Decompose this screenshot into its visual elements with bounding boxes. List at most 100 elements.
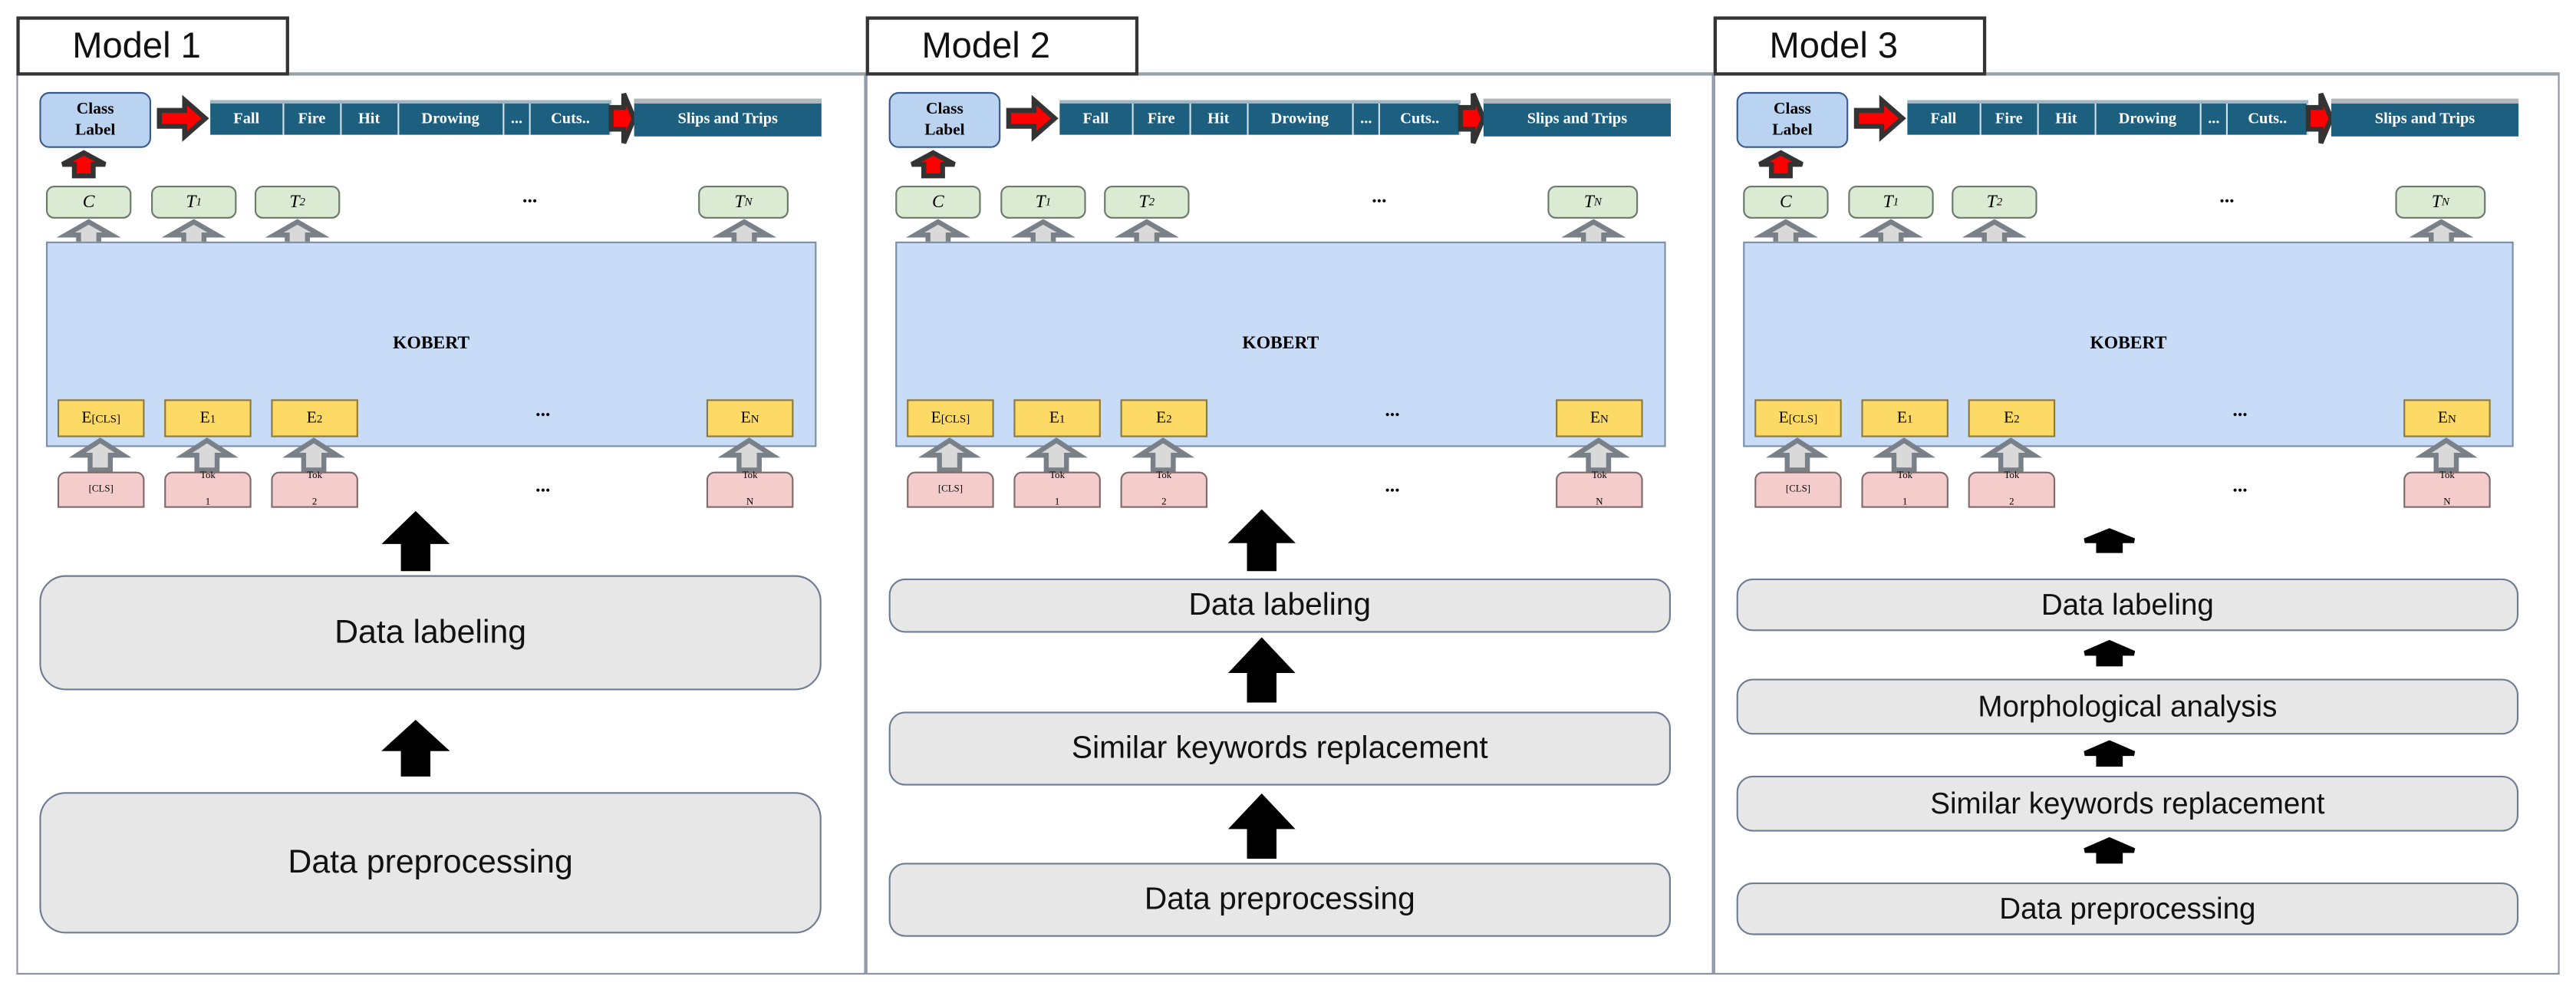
input-token-text: Tok	[1156, 471, 1172, 482]
embedding-label: E	[1896, 409, 1907, 427]
output-token-label: T	[1986, 192, 1997, 213]
category-item: Drowing	[2096, 103, 2201, 135]
process-step-label: Similar keywords replacement	[1071, 730, 1488, 765]
red-arrow-icon	[611, 94, 634, 143]
embedding-label: E	[1589, 409, 1600, 427]
class-label-line: Label	[75, 121, 116, 140]
embedding-label: E	[2004, 409, 2014, 427]
input-token-text: Tok	[1049, 471, 1066, 482]
category-item: Fall	[210, 103, 285, 135]
input-token-text: N	[1596, 497, 1603, 508]
embedding-label: E	[81, 409, 92, 427]
ellipsis: ...	[2219, 183, 2235, 207]
embedding-sub: [CLS]	[91, 411, 120, 425]
output-token-sub: N	[744, 195, 753, 209]
category-item: Fall	[1907, 103, 1981, 135]
input-token-text: 1	[1054, 497, 1060, 508]
input-token: [CLS]	[1754, 471, 1842, 508]
black-arrow-up-icon	[2085, 642, 2134, 664]
process-step-box: Similar keywords replacement	[888, 711, 1672, 786]
embedding-sub: N	[750, 411, 759, 425]
output-token-label: T	[289, 192, 300, 213]
input-token: [CLS]	[907, 471, 994, 508]
embedding-label: E	[1156, 409, 1167, 427]
embedding-sub: 2	[2014, 411, 2020, 425]
input-token-text: [CLS]	[88, 484, 114, 495]
process-step-box: Morphological analysis	[1736, 678, 2519, 735]
output-token-sub: 1	[196, 195, 203, 209]
red-arrow-icon	[1461, 94, 1484, 143]
black-arrow-up-icon	[1234, 513, 1290, 569]
category-item: Fall	[1059, 103, 1134, 135]
input-token-text: [CLS]	[1785, 484, 1811, 495]
gray-arrow-up-icon	[927, 440, 973, 470]
output-token-label: T	[734, 192, 745, 213]
model-title: Model 3	[1713, 16, 1987, 76]
ellipsis: ...	[2232, 473, 2248, 496]
output-token-label: T	[2431, 192, 2442, 213]
process-step-box: Data labeling	[888, 578, 1672, 633]
embedding-sub: 1	[1906, 411, 1913, 425]
ellipsis: ...	[522, 183, 538, 207]
output-token-sub: N	[2441, 195, 2449, 209]
gray-arrow-up-icon	[1988, 440, 2034, 470]
category-item: Drowing	[399, 103, 504, 135]
black-arrow-up-icon	[1234, 641, 1290, 700]
ellipsis: ...	[535, 473, 551, 496]
output-token: C	[895, 186, 981, 219]
output-token-sub: 1	[1045, 195, 1052, 209]
kobert-label: KOBERT	[393, 333, 470, 354]
category-item: ...	[504, 103, 532, 135]
output-token-label: T	[1035, 192, 1046, 213]
ellipsis: ...	[535, 398, 551, 421]
input-token: [CLS]	[57, 471, 145, 508]
selected-category: Slips and Trips	[2331, 98, 2519, 137]
embedding-label: E	[2437, 409, 2449, 427]
class-label-line: Label	[924, 121, 965, 140]
ellipsis: ...	[1372, 183, 1387, 207]
output-token-label: C	[931, 192, 944, 213]
embedding-sub: 1	[209, 411, 216, 425]
input-token: Tok 1	[1013, 471, 1101, 508]
gray-arrow-up-icon	[1140, 440, 1186, 470]
model-title: Model 2	[865, 16, 1139, 76]
embedding-sub: 2	[316, 411, 323, 425]
process-step-label: Data labeling	[1188, 587, 1372, 622]
output-token-label: T	[186, 192, 196, 213]
category-item: Hit	[1191, 103, 1248, 135]
embedding-sub: [CLS]	[940, 411, 970, 425]
output-token-label: C	[1780, 192, 1792, 213]
selected-category: Slips and Trips	[634, 98, 822, 137]
input-token: Tok 2	[1120, 471, 1208, 508]
process-step-box: Data preprocessing	[888, 863, 1672, 937]
input-token-text: 2	[1161, 497, 1167, 508]
process-step-box: Data preprocessing	[39, 792, 822, 934]
gray-arrow-up-icon	[291, 440, 337, 470]
class-label-line: Class	[1774, 100, 1811, 119]
black-arrow-up-icon	[2085, 531, 2134, 551]
process-step-box: Data preprocessing	[1736, 882, 2519, 935]
gray-arrow-up-icon	[1033, 440, 1079, 470]
ellipsis: ...	[1385, 473, 1400, 496]
class-label-line: Class	[925, 100, 964, 119]
black-arrow-up-icon	[2085, 840, 2134, 861]
input-token-text: Tok	[2004, 471, 2020, 482]
output-token-sub: 2	[299, 195, 305, 209]
gray-arrow-up-icon	[1881, 440, 1927, 470]
black-arrow-up-icon	[387, 514, 443, 569]
